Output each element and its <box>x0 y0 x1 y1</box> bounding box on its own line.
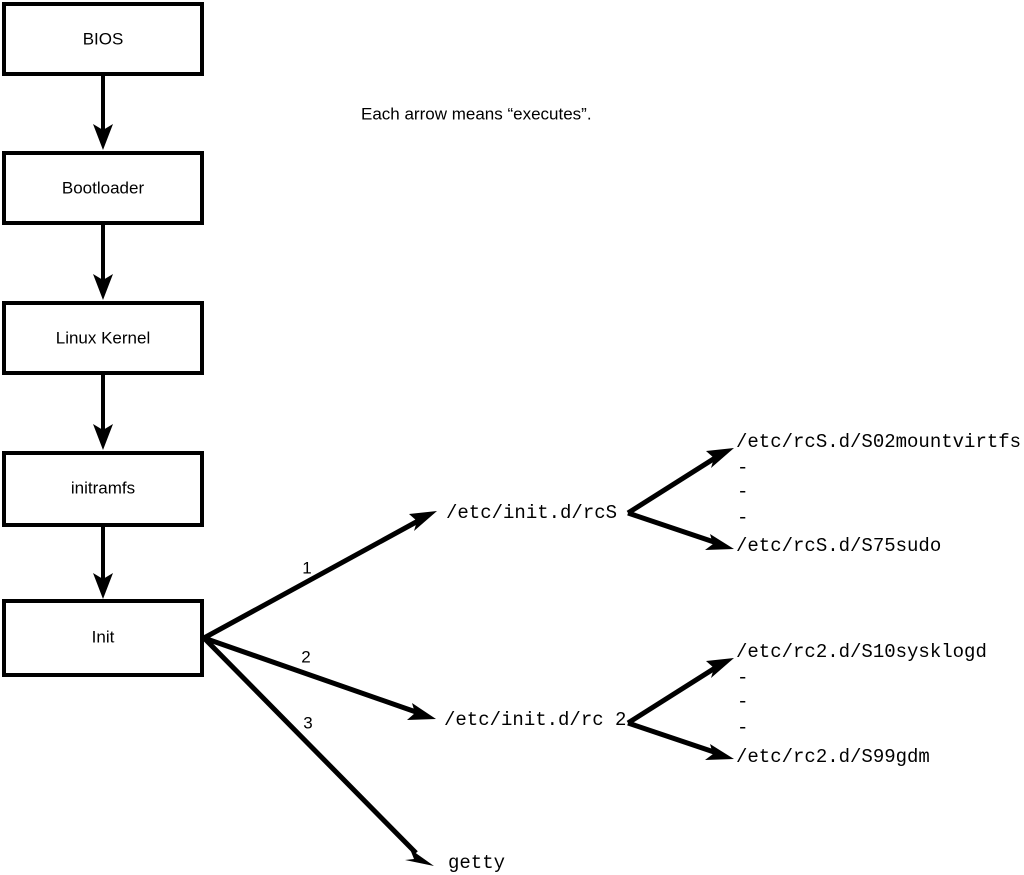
label-rcs-ellipsis-3: - <box>737 507 748 529</box>
node-linux-kernel-label: Linux Kernel <box>56 328 151 347</box>
branch-2-number: 2 <box>301 647 310 666</box>
branch-1-init-to-rcs: 1 <box>202 511 437 641</box>
label-etc-init-d-rc2[interactable]: /etc/init.d/rc 2 <box>444 709 626 731</box>
label-rc2-last-script[interactable]: /etc/rc2.d/S99gdm <box>736 746 930 768</box>
label-rcs-last-script[interactable]: /etc/rcS.d/S75sudo <box>736 535 941 557</box>
node-bootloader-label: Bootloader <box>62 178 145 197</box>
fanout-rc2-scripts <box>626 658 734 760</box>
label-getty[interactable]: getty <box>448 852 505 874</box>
label-etc-init-d-rcs[interactable]: /etc/init.d/rcS <box>446 502 617 524</box>
branch-3-init-to-getty: 3 <box>202 636 434 866</box>
branch-2-init-to-rc2: 2 <box>203 635 436 720</box>
arrow-bios-to-bootloader <box>93 74 113 150</box>
node-initramfs[interactable]: initramfs <box>2 451 204 527</box>
node-bios[interactable]: BIOS <box>2 2 204 76</box>
arrow-kernel-to-initramfs <box>93 373 113 450</box>
label-rc2-first-script[interactable]: /etc/rc2.d/S10sysklogd <box>736 641 987 663</box>
node-initramfs-label: initramfs <box>71 478 135 497</box>
arrow-initramfs-to-init <box>93 525 113 599</box>
label-rc2-ellipsis-1: - <box>737 667 748 689</box>
node-init[interactable]: Init <box>2 599 204 677</box>
label-rc2-ellipsis-3: - <box>737 717 748 739</box>
node-init-rect <box>2 599 204 677</box>
node-linux-kernel[interactable]: Linux Kernel <box>2 301 204 375</box>
node-initramfs-rect <box>2 451 204 527</box>
label-rcs-first-script[interactable]: /etc/rcS.d/S02mountvirtfs <box>736 431 1021 453</box>
diagram-caption: Each arrow means “executes”. <box>361 104 592 123</box>
node-bios-label: BIOS <box>83 29 124 48</box>
fanout-rcs-scripts <box>626 448 734 550</box>
label-rcs-ellipsis-2: - <box>737 481 748 503</box>
label-rc2-ellipsis-2: - <box>737 691 748 713</box>
branch-1-number: 1 <box>302 558 311 577</box>
node-init-label: Init <box>92 627 115 646</box>
label-rcs-ellipsis-1: - <box>737 457 748 479</box>
branch-3-number: 3 <box>303 713 312 732</box>
arrow-bootloader-to-kernel <box>93 223 113 300</box>
node-bootloader[interactable]: Bootloader <box>2 151 204 225</box>
